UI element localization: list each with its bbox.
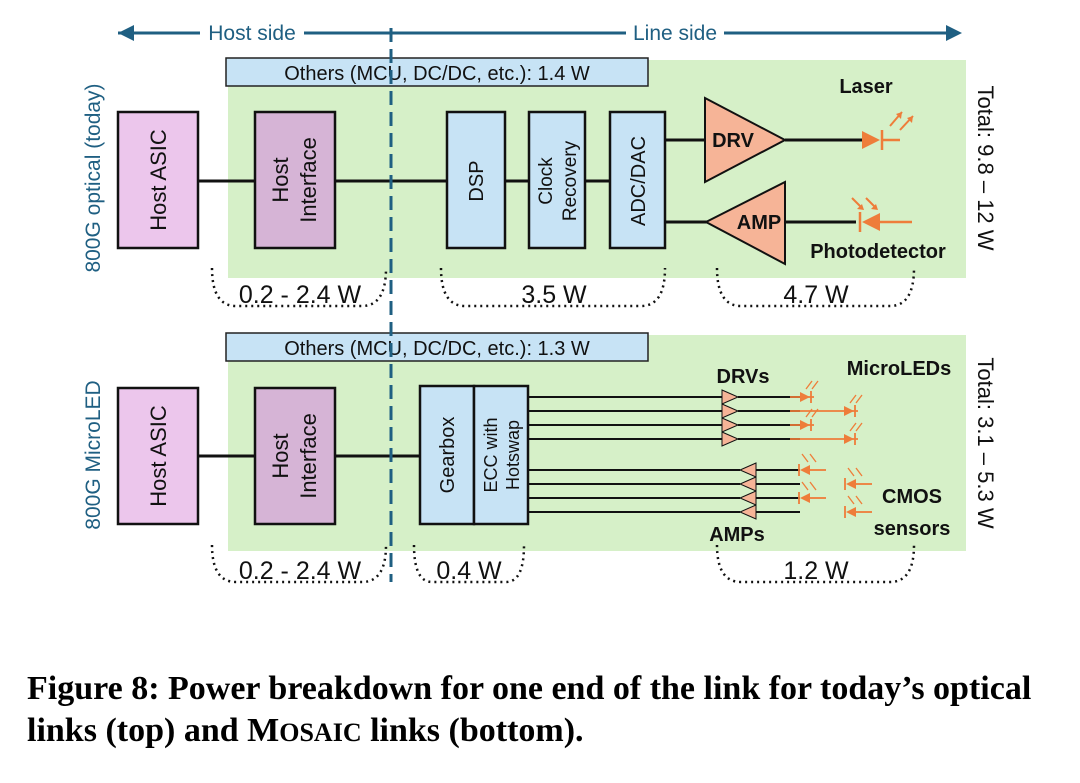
- top-drv-label: DRV: [712, 130, 755, 152]
- bottom-power-optics: 1.2 W: [783, 557, 849, 585]
- top-brace-host: [210, 267, 388, 308]
- drv-triangle-icon: [721, 389, 740, 405]
- microled-emission-icon: [849, 394, 857, 404]
- cmos-sensor-icon: [800, 493, 810, 503]
- microled-emission-icon: [805, 408, 813, 418]
- cmos-label-2: sensors: [874, 518, 951, 540]
- cmos-incoming-light-icon: [847, 467, 855, 477]
- photodetector-label: Photodetector: [810, 241, 946, 263]
- laser-diode-icon: [862, 111, 914, 150]
- cmos-incoming-light-icon: [847, 495, 855, 505]
- microled-emission-icon: [855, 394, 863, 404]
- cmos-incoming-light-icon: [809, 453, 817, 463]
- bottom-power-host: 0.2 - 2.4 W: [239, 557, 362, 585]
- cmos-incoming-light-icon: [801, 453, 809, 463]
- caption-prefix: Figure 8: Power breakdown for one end of…: [27, 670, 1032, 749]
- ecc-label-1: ECC with: [481, 417, 501, 492]
- cmos-sensor-icon: [846, 479, 856, 489]
- cmos-incoming-light-icon: [855, 467, 863, 477]
- bottom-host-asic-box: [116, 386, 200, 526]
- left-arrowhead-icon: [118, 25, 134, 41]
- top-dsp-label: DSP: [466, 160, 488, 201]
- cmos-sensor-icon: [800, 465, 810, 475]
- microled-icon: [800, 392, 810, 402]
- cmos-label-1: CMOS: [882, 486, 942, 508]
- top-dsp-box: [445, 110, 507, 250]
- top-amp-label: AMP: [737, 212, 781, 234]
- microled-emission-icon: [855, 422, 863, 432]
- gearbox-box: [418, 384, 476, 526]
- caption-suffix: links (bottom).: [361, 712, 584, 749]
- top-host-asic-label: Host ASIC: [146, 129, 171, 231]
- microled-emission-icon: [811, 408, 819, 418]
- top-row: Others (MCU, DC/DC, etc.): 1.4 W 800G op…: [82, 57, 998, 309]
- microled-icon: [844, 406, 854, 416]
- top-power-optics: 4.7 W: [783, 281, 849, 309]
- right-arrowhead-icon: [946, 25, 962, 41]
- bottom-host-asic-label: Host ASIC: [146, 405, 171, 507]
- line-side-label: Line side: [633, 22, 717, 45]
- drvs-label: DRVs: [717, 366, 770, 388]
- side-header: Host side Line side: [118, 22, 962, 45]
- bottom-power-gearbox: 0.4 W: [436, 557, 502, 585]
- microled-emission-icon: [849, 422, 857, 432]
- top-adc-dac-box: [608, 110, 667, 250]
- bottom-line-panel: [228, 335, 966, 551]
- top-row-label: 800G optical (today): [82, 83, 105, 272]
- cmos-incoming-light-icon: [855, 495, 863, 505]
- top-clock-recovery-box: [527, 110, 587, 250]
- ecc-label-2: Hotswap: [503, 420, 523, 490]
- bottom-brace-optics: [715, 544, 916, 584]
- microled-emission-icon: [811, 380, 819, 390]
- bottom-brace-host: [210, 544, 388, 584]
- microled-icon: [844, 434, 854, 444]
- microled-emission-icon: [805, 380, 813, 390]
- caption-mosaic-initial: M: [247, 712, 280, 749]
- top-others-label: Others (MCU, DC/DC, etc.): 1.4 W: [284, 63, 590, 85]
- bottom-others-box: [225, 332, 649, 362]
- top-total-label: Total: 9.8 – 12 W: [973, 85, 998, 250]
- top-clock-label-2: Recovery: [560, 140, 581, 221]
- top-drv-triangle: [704, 96, 788, 184]
- top-others-box: [225, 57, 649, 87]
- top-power-host: 0.2 - 2.4 W: [239, 281, 362, 309]
- top-brace-dsp: [439, 267, 667, 308]
- ecc-hotswap-box: [472, 384, 530, 526]
- drv-triangle-icon: [721, 431, 740, 447]
- top-host-interface-box: [253, 110, 337, 250]
- caption-mosaic-rest: OSAIC: [279, 718, 362, 747]
- photodetector-icon: [851, 197, 912, 232]
- host-side-label: Host side: [208, 22, 296, 45]
- top-brace-optics: [715, 267, 916, 308]
- top-host-asic-box: [116, 110, 200, 250]
- top-amp-triangle: [703, 180, 786, 266]
- microleds-label: MicroLEDs: [847, 358, 951, 380]
- drv-triangle-icon: [721, 417, 740, 433]
- bottom-others-label: Others (MCU, DC/DC, etc.): 1.3 W: [284, 338, 590, 360]
- laser-label: Laser: [839, 76, 893, 98]
- cmos-incoming-light-icon: [809, 481, 817, 491]
- top-adc-dac-label: ADC/DAC: [628, 136, 650, 226]
- bottom-host-interface-label-2: Interface: [296, 413, 321, 499]
- bottom-row-label: 800G MicroLED: [82, 380, 105, 529]
- bottom-host-interface-label-1: Host: [268, 433, 293, 478]
- figure-caption: Figure 8: Power breakdown for one end of…: [27, 668, 1067, 754]
- cmos-incoming-light-icon: [801, 481, 809, 491]
- parallel-lanes: [528, 380, 872, 520]
- top-power-dsp: 3.5 W: [521, 281, 587, 309]
- top-host-interface-label-2: Interface: [296, 137, 321, 223]
- amps-label: AMPs: [709, 524, 765, 546]
- bottom-row: Others (MCU, DC/DC, etc.): 1.3 W 800G Mi…: [82, 332, 998, 585]
- microled-icon: [800, 420, 810, 430]
- gearbox-label: Gearbox: [437, 417, 459, 494]
- drv-triangle-icon: [721, 403, 740, 419]
- bottom-total-label: Total: 3.1 – 5.3 W: [973, 357, 998, 528]
- top-host-interface-label-1: Host: [268, 157, 293, 202]
- bottom-host-interface-box: [253, 386, 337, 526]
- cmos-sensor-icon: [846, 507, 856, 517]
- top-clock-label-1: Clock: [536, 157, 557, 205]
- bottom-brace-gearbox: [412, 544, 526, 584]
- top-line-panel: [228, 60, 966, 278]
